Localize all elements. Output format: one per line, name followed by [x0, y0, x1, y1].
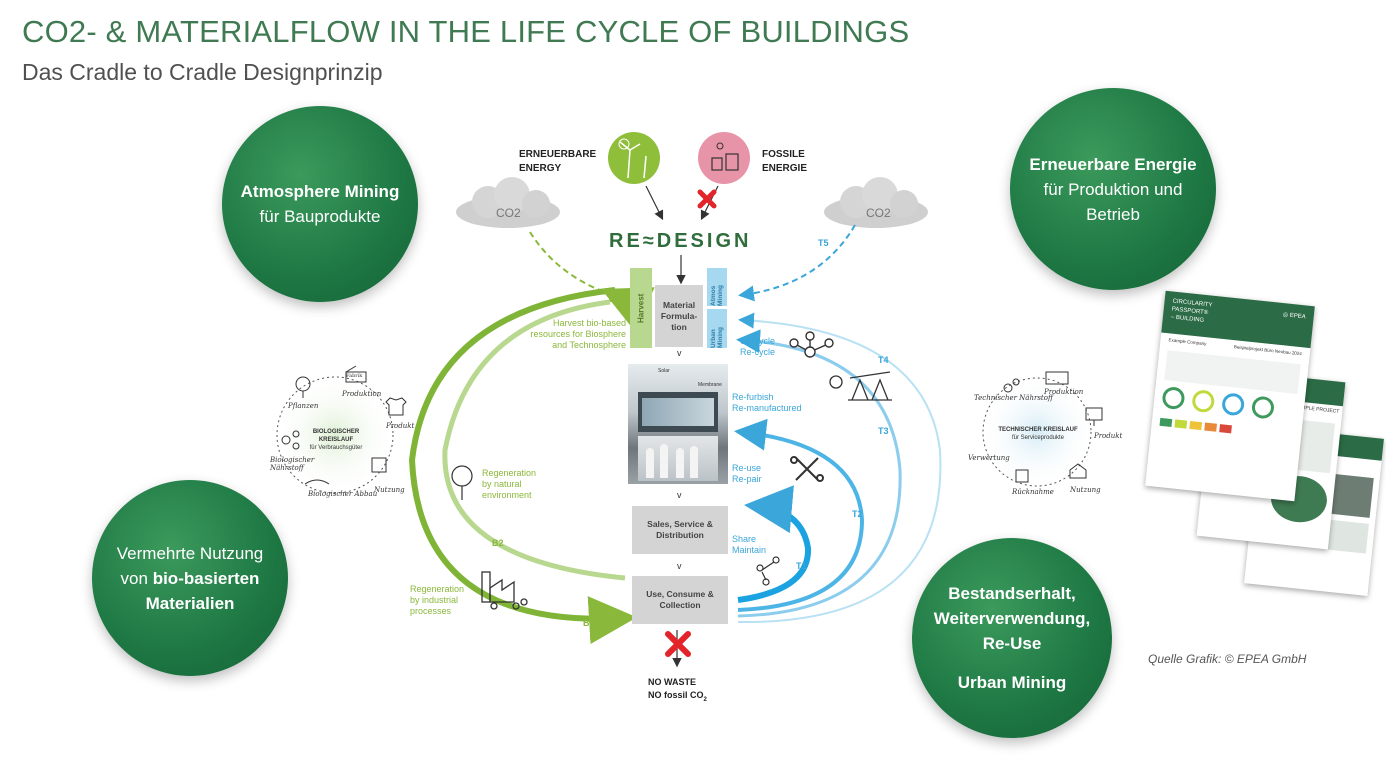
- chevron-icon-2: v: [677, 490, 682, 500]
- urban-mining-circle: Bestandserhalt, Weiterverwendung, Re-Use…: [912, 538, 1112, 738]
- co2-right-label: CO2: [866, 206, 891, 220]
- cloud-left-icon: [456, 177, 560, 228]
- bio-cycle-node-product: Produkt: [386, 422, 415, 430]
- urban-mining-line-3: Re-Use: [982, 634, 1042, 653]
- image-credit: Quelle Grafik: © EPEA GmbH: [1148, 652, 1307, 666]
- urban-mining-line-4: Urban Mining: [957, 673, 1067, 692]
- b2-label: B2: [492, 538, 504, 548]
- bio-cycle-node-production: Produktion: [342, 390, 382, 398]
- renewable-energy-heading: Erneuerbare Energie: [1029, 154, 1197, 174]
- atmosphere-mining-text: für Bauprodukte: [259, 207, 381, 226]
- blue-arc-t3: [736, 329, 902, 618]
- urban-mining-box: Urban Mining: [707, 309, 727, 348]
- bio-based-text-1: Vermehrte Nutzung: [116, 543, 264, 563]
- tech-cycle-node-nutrient: Technischer Nährstoff: [974, 394, 1053, 402]
- bio-cycle-ring: [276, 376, 394, 494]
- t4-label: T4: [878, 355, 889, 365]
- wind-turbine-icon: [608, 132, 660, 184]
- passport-company: Example Company: [1168, 337, 1207, 347]
- bio-cycle-node-nutrient: Biologischer Nährstoff: [270, 456, 315, 472]
- chevron-icon-1: v: [677, 348, 682, 358]
- page-title: CO2- & MATERIALFLOW IN THE LIFE CYCLE OF…: [22, 14, 910, 49]
- bio-based-bold-1: bio-basierten: [152, 568, 260, 588]
- building-photo: Solar Membrane: [628, 364, 728, 484]
- chevron-icon-3: v: [677, 561, 682, 571]
- renewable-energy-text-1: für Produktion und: [1043, 179, 1183, 199]
- tree-icon: [451, 465, 473, 500]
- fossil-energy-icon: [698, 132, 750, 184]
- sales-box: Sales, Service &Distribution: [632, 506, 728, 554]
- tech-cycle-glow: [979, 374, 1095, 490]
- no-waste-cross-icon: [665, 631, 691, 657]
- red-cross-icon: [697, 189, 717, 209]
- no-waste-label: NO WASTE NO fossil CO2: [648, 677, 707, 703]
- b1-label: B1: [583, 618, 595, 628]
- renewable-energy-text-2: Betrieb: [1086, 204, 1140, 224]
- bio-cycle-node-use: Nutzung: [374, 486, 405, 494]
- green-arc-b2: [442, 299, 626, 581]
- redesign-logo: RE≈DESIGN: [609, 230, 752, 252]
- page-subtitle: Das Cradle to Cradle Designprinzip: [22, 59, 383, 85]
- co2-blue-dashed-arrow: [738, 224, 856, 302]
- bio-cycle-glow: [273, 373, 397, 497]
- blue-arc-t1: [737, 485, 812, 603]
- tech-cycle-node-return: Rücknahme: [1012, 488, 1054, 496]
- photo-label-1: Solar: [658, 368, 670, 374]
- atmos-mining-box: Atmos Mining: [707, 268, 727, 306]
- co2-left-label: CO2: [496, 206, 521, 220]
- atmosphere-mining-circle: Atmosphere Mining für Bauprodukte: [222, 106, 418, 302]
- t3-label: T3: [878, 426, 889, 436]
- renewable-energy-circle: Erneuerbare Energie für Produktion und B…: [1010, 88, 1216, 290]
- harvest-box: Harvest: [630, 268, 652, 348]
- t5-label: T5: [818, 238, 829, 248]
- tech-cycle-node-product: Produkt: [1094, 432, 1123, 440]
- t1-label: T1: [796, 561, 807, 571]
- tech-cycle-node-recovery: Verwertung: [968, 454, 1010, 462]
- molecule-icon: [789, 331, 834, 358]
- renewable-arrow: [645, 185, 664, 221]
- bio-cycle-sign: Fabrik: [346, 373, 363, 379]
- blue-arc-t2: [734, 418, 865, 612]
- bio-cycle-icons: [281, 365, 407, 485]
- bio-cycle-node-decomposition: Biologischer Abbau: [308, 490, 378, 498]
- factory-icon: [481, 571, 528, 610]
- tech-cycle-node-production: Produktion: [1044, 388, 1084, 396]
- bio-cycle-node-plants: Pflanzen: [288, 402, 319, 410]
- use-box: Use, Consume &Collection: [632, 576, 728, 624]
- machine-icon: [829, 371, 892, 401]
- urban-mining-line-2: Weiterverwendung,: [933, 609, 1091, 628]
- tech-cycle-node-use: Nutzung: [1070, 486, 1101, 494]
- bio-based-circle: Vermehrte Nutzung von bio-basierten Mate…: [92, 480, 288, 676]
- bio-based-bold-2: Materialien: [145, 593, 235, 613]
- blue-arc-t4: [737, 312, 942, 624]
- bio-based-text-2: von: [120, 568, 148, 588]
- people-share-icon: [756, 556, 780, 586]
- tech-cycle-ring: [982, 377, 1092, 487]
- atmosphere-mining-heading: Atmosphere Mining: [240, 182, 400, 201]
- tools-icon: [790, 456, 824, 482]
- urban-mining-line-1: Bestandserhalt,: [948, 584, 1076, 603]
- photo-label-2: Membrane: [698, 382, 722, 388]
- t2-label: T2: [852, 509, 863, 519]
- cloud-right-icon: [824, 177, 928, 228]
- passport-doc-1: CIRCULARITY PASSPORT® – BUILDING ◎ EPEA …: [1145, 290, 1315, 502]
- tech-cycle-icons: [1003, 371, 1103, 483]
